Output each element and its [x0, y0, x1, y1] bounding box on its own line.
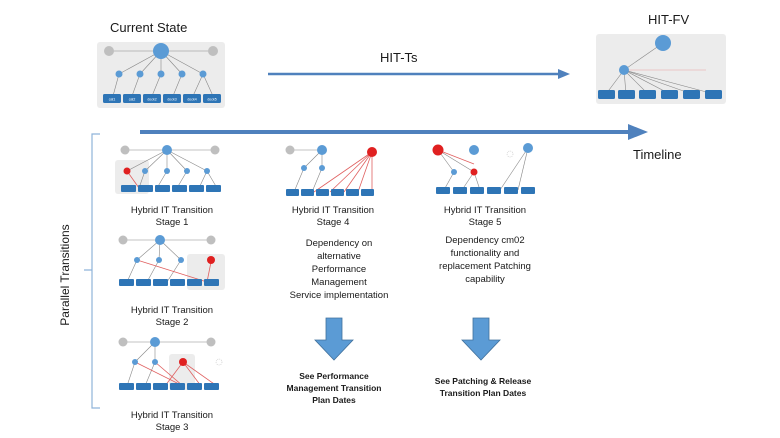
down-arrow-patching	[461, 317, 501, 361]
timeline-arrow	[140, 124, 648, 140]
current-state-title: Current State	[110, 20, 188, 35]
stage3-diagram	[118, 337, 223, 390]
target-state-title: HIT-FV	[648, 12, 690, 27]
hit-fv-diagram	[596, 34, 726, 104]
timeline-label: Timeline	[633, 147, 682, 162]
transition-label: HIT-Ts	[380, 50, 418, 65]
module-label: dock5	[207, 98, 216, 102]
down-arrow-performance	[314, 317, 354, 361]
stage2-diagram	[118, 235, 225, 290]
module-label: cat1	[109, 98, 116, 102]
parallel-bracket	[84, 133, 100, 409]
current-state-diagram: cat1 cat2 dock2 dock3 dock4 dock5	[97, 42, 225, 108]
stage1-diagram	[115, 145, 221, 194]
module-label: dock4	[187, 98, 196, 102]
module-label: dock3	[167, 98, 176, 102]
hit-ts-arrow	[268, 69, 570, 79]
stage4-diagram	[285, 145, 377, 196]
stage5-diagram	[432, 143, 535, 194]
module-label: dock2	[147, 98, 156, 102]
module-label: cat2	[129, 98, 136, 102]
